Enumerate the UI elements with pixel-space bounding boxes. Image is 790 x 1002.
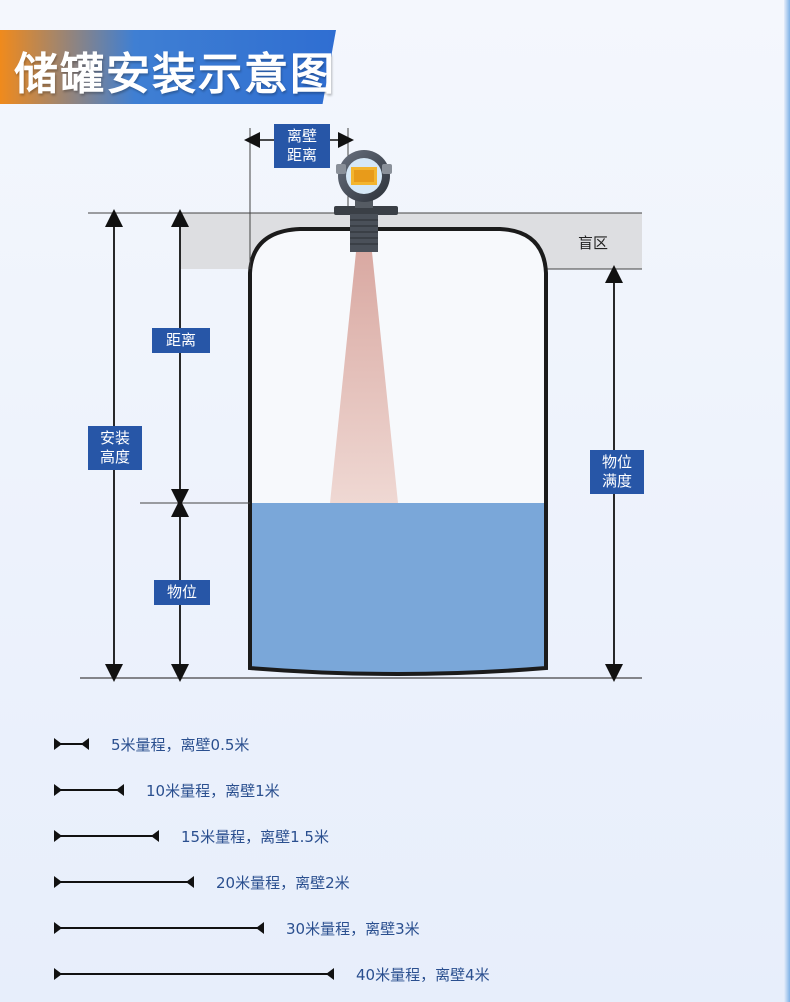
legend-distance-marker (54, 876, 194, 888)
legend-distance-marker (54, 738, 89, 750)
tank-wall (248, 227, 548, 676)
blind-zone-label: 盲区 (578, 234, 609, 252)
legend-item: 10米量程，离壁1米 (54, 780, 384, 800)
level-full-label: 物位 满度 (590, 450, 644, 494)
legend-item-text: 30米量程，离壁3米 (286, 920, 420, 938)
liquid (250, 503, 546, 674)
level-label: 物位 (154, 580, 210, 605)
radar-beam (330, 252, 398, 503)
install-height-label: 安装 高度 (88, 426, 142, 470)
radar-sensor-icon (334, 150, 398, 252)
page-title: 储罐安装示意图 (14, 49, 336, 100)
legend-distance-marker (54, 968, 334, 980)
legend-item: 30米量程，离壁3米 (54, 918, 524, 938)
legend-item-text: 40米量程，离壁4米 (356, 966, 490, 984)
legend-distance-marker (54, 830, 159, 842)
legend-distance-marker (54, 922, 264, 934)
legend-item: 15米量程，离壁1.5米 (54, 826, 419, 846)
legend-item: 40米量程，离壁4米 (54, 964, 594, 984)
title-banner (0, 30, 336, 104)
legend-item-text: 10米量程，离壁1米 (146, 782, 280, 800)
legend-distance-marker (54, 784, 124, 796)
legend-item-text: 20米量程，离壁2米 (216, 874, 350, 892)
legend-item-text: 15米量程，离壁1.5米 (181, 828, 329, 846)
legend-item-text: 5米量程，离壁0.5米 (111, 736, 250, 754)
right-frame-edge (784, 0, 790, 1002)
distance-label: 距离 (152, 328, 210, 353)
legend-item: 20米量程，离壁2米 (54, 872, 454, 892)
legend-item: 5米量程，离壁0.5米 (54, 734, 349, 754)
wall-distance-label: 离壁 距离 (274, 124, 330, 168)
